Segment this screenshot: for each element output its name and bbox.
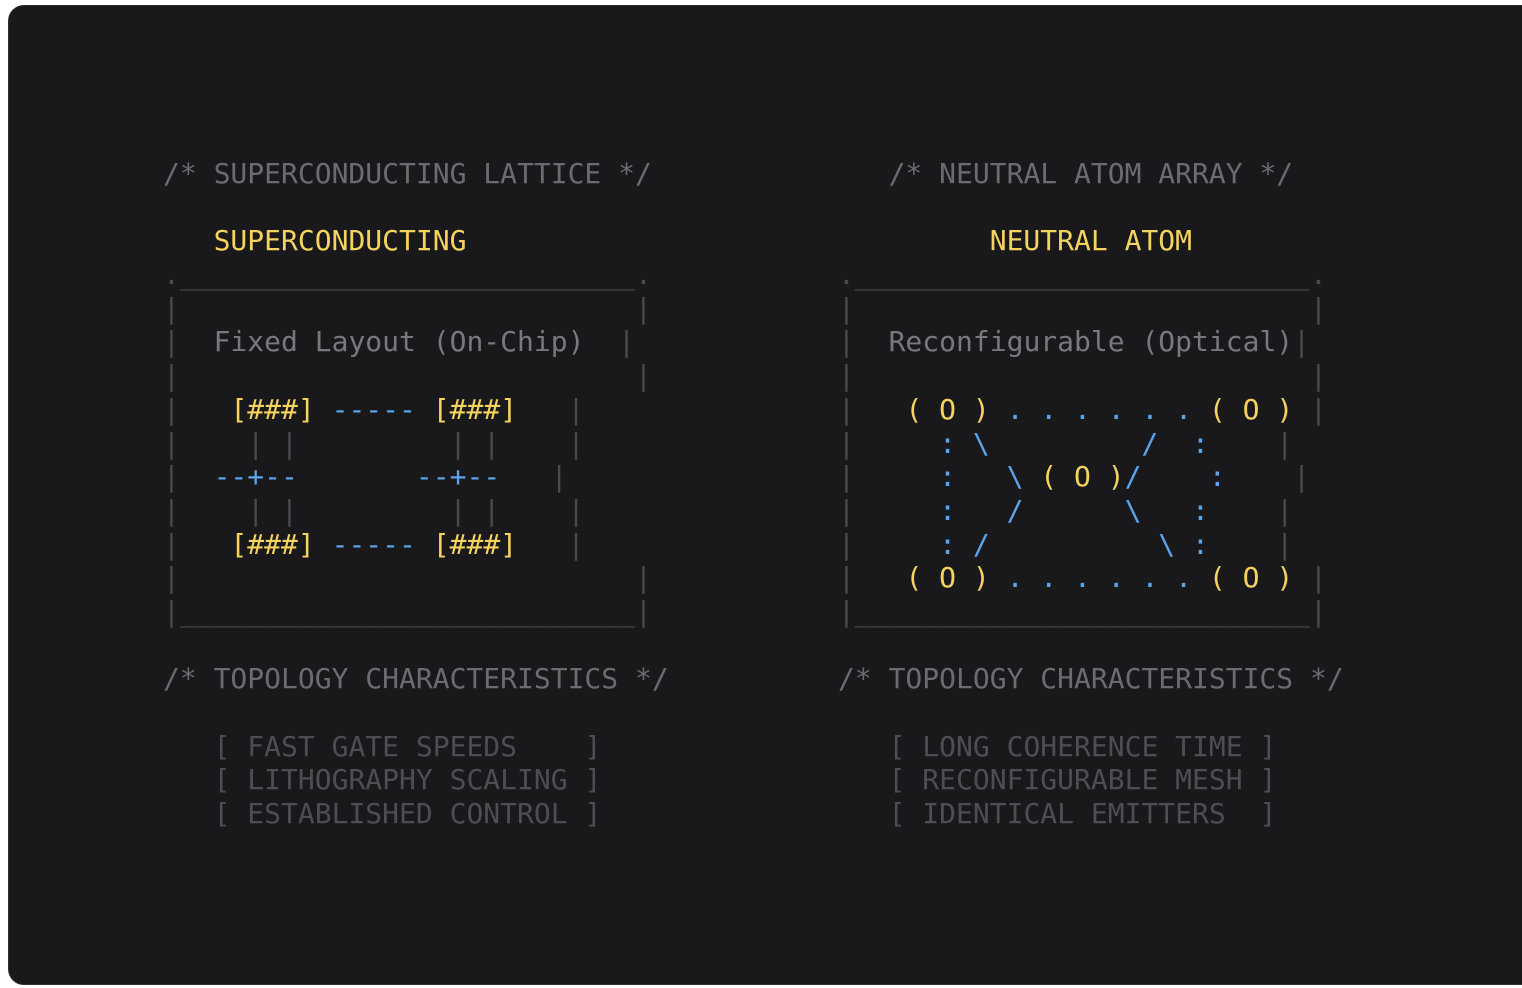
junction-right: --+-- [415,460,501,494]
superconducting-trait-3: [ ESTABLISHED CONTROL ] [213,797,602,831]
neutral-atom-trait-1: [ LONG COHERENCE TIME ] [888,729,1277,763]
superconducting-panel: /* SUPERCONDUCTING LATTICE */ SUPERCONDU… [163,157,669,831]
superconducting-title: SUPERCONDUCTING [213,224,467,258]
trap-links-row-4: : / \ : [854,527,1277,561]
superconducting-box-bottom: |___________________________| [163,594,652,628]
dots-bottom: . . . . . . [1006,561,1193,595]
superconducting-traits-comment: /* TOPOLOGY CHARACTERISTICS */ [163,662,669,696]
superconducting-header-comment: /* SUPERCONDUCTING LATTICE */ [163,157,652,190]
superconducting-trait-2: [ LITHOGRAPHY SCALING ] [213,763,602,797]
atom-center: ( O ) [1040,460,1125,494]
qubit-top-right: [###] [432,392,518,426]
neutral-atom-trait-3: [ IDENTICAL EMITTERS ] [888,797,1277,831]
atom-bottom-right: ( O ) [1208,561,1294,595]
qubit-bottom-left: [###] [230,527,315,561]
coupler-bottom-left: | | [247,493,298,527]
junction-left: --+-- [213,460,298,494]
link-bottom: ----- [331,527,416,561]
superconducting-layout-label: Fixed Layout (On-Chip) [213,325,585,359]
neutral-atom-box-top: .___________________________. [838,258,1327,292]
neutral-atom-panel: /* NEUTRAL ATOM ARRAY */ NEUTRAL ATOM.__… [838,157,1344,831]
link-top: ----- [331,392,416,426]
trap-links-row-1: : \ / : [854,426,1277,460]
neutral-atom-trait-2: [ RECONFIGURABLE MESH ] [888,763,1277,797]
coupler-top-left: | | [247,426,298,460]
neutral-atom-title: NEUTRAL ATOM [989,224,1193,258]
diagram-canvas [8,5,1522,985]
dots-top: . . . . . . [1006,392,1193,426]
trap-links-row-3: : / \ : [854,493,1277,527]
neutral-atom-header-comment: /* NEUTRAL ATOM ARRAY */ [888,157,1294,190]
superconducting-trait-1: [ FAST GATE SPEEDS ] [213,729,602,763]
neutral-atom-box-bottom: |___________________________| [838,594,1327,628]
coupler-bottom-right: | | [449,493,501,527]
neutral-atom-traits-comment: /* TOPOLOGY CHARACTERISTICS */ [838,662,1344,696]
qubit-top-left: [###] [230,392,315,426]
superconducting-box-top: .___________________________. [163,258,652,292]
atom-top-right: ( O ) [1208,392,1294,426]
atom-top-left: ( O ) [905,392,990,426]
neutral-atom-layout-label: Reconfigurable (Optical) [888,325,1294,359]
coupler-top-right: | | [449,426,501,460]
atom-bottom-left: ( O ) [905,561,990,595]
qubit-bottom-right: [###] [432,527,518,561]
